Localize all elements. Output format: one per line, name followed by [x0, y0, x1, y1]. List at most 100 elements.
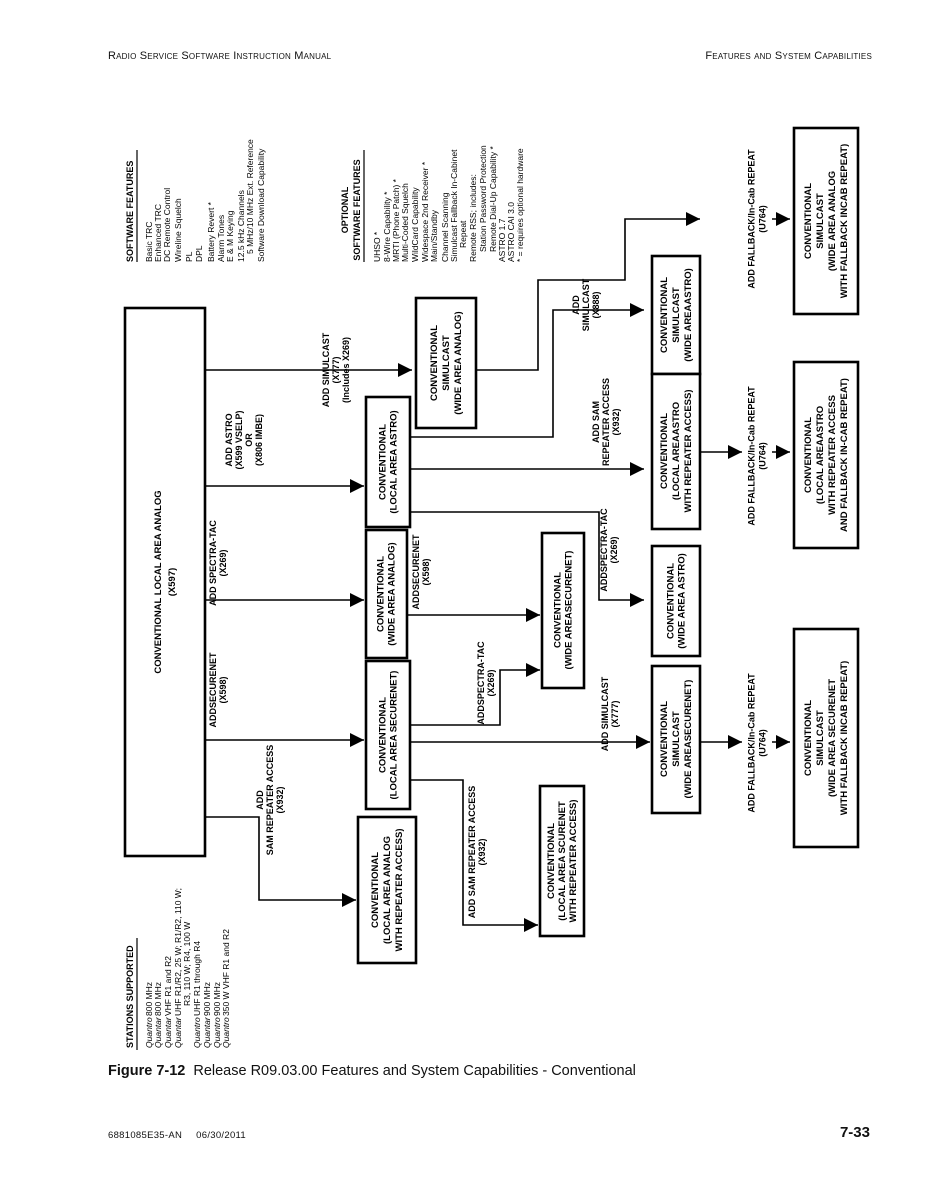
- box-local-securenet: [364, 659, 412, 811]
- label-fallback-1: (U764): [758, 205, 768, 233]
- box-text-simulcast-fallback-securenet: (WIDE AREA SECURENET: [827, 679, 838, 797]
- station-model: Quantar: [202, 1016, 212, 1048]
- optional-feature-item: Station Password Protection: [478, 145, 488, 252]
- box-text-local-astro-rep: (LOCAL AREAASTRO: [671, 402, 682, 500]
- box-wide-analog: [364, 528, 409, 660]
- label-add-spectratac-astro: (X269): [609, 536, 619, 563]
- optional-feature-item: ASTRO CAI 3.0: [506, 202, 516, 262]
- optional-feature-item: ASTRO 1.7: [497, 218, 507, 262]
- box-text-wide-securenet: CONVENTIONAL: [553, 572, 564, 648]
- software-feature-item: Basic TRC: [144, 222, 154, 262]
- box-text-local-astro-rep-fallback: (LOCAL AREAASTRO: [815, 406, 826, 504]
- label-add-securenet-wide: (X598): [421, 558, 431, 585]
- software-feature-item: PL: [184, 251, 194, 262]
- box-text-wide-analog: (WIDE AREA ANALOG): [387, 542, 398, 645]
- software-feature-item: Battery Revert *: [206, 201, 216, 262]
- box-text-simulcast-wide-securenet: SIMULCAST: [671, 711, 682, 767]
- station-description: UHF R1 through R4: [192, 941, 202, 1016]
- label-add-simulcast-x888: ADD: [571, 295, 581, 315]
- box-text-local-analog-rep: WITH REPEATER ACCESS): [394, 829, 405, 952]
- figure-label: Figure 7-12: [108, 1063, 186, 1079]
- optional-feature-item: WildCard Capability: [410, 187, 420, 262]
- label-add-astro: (X806 IMBE): [254, 414, 264, 466]
- box-text-local-astro-rep: WITH REPEATER ACCESS): [683, 390, 694, 513]
- box-local-securenet-rep: [538, 784, 586, 938]
- footer-doc-info: 6881085E35-AN 06/30/2011: [108, 1130, 246, 1141]
- label-add-securenet-wide: ADDSECURENET: [411, 534, 421, 610]
- box-text-wide-astro: CONVENTIONAL: [666, 563, 677, 639]
- station-model: Quantar: [163, 1016, 173, 1048]
- box-text-simulcast-fallback-analog: CONVENTIONAL: [803, 183, 814, 259]
- label-add-sam-astro: ADD SAM: [591, 401, 601, 443]
- box-text-simulcast-wide-astro: SIMULCAST: [671, 287, 682, 343]
- connector-sam-main: [205, 816, 356, 907]
- software-feature-item: Software Download Capability: [256, 148, 266, 262]
- box-text-simulcast-fallback-analog: (WIDE AREA ANALOG: [827, 171, 838, 271]
- box-text-local-securenet-rep: CONVENTIONAL: [546, 823, 557, 899]
- label-add-simulcast-x777: ADD SIMULCAST: [321, 332, 331, 407]
- box-main: [123, 306, 207, 858]
- box-simulcast-wide-securenet: [650, 664, 702, 815]
- label-add-spectratac-sec: ADDSPECTRA-TAC: [476, 641, 486, 725]
- box-text-simulcast-fallback-securenet: WITH FALLBACK INCAB REPEAT): [839, 661, 850, 815]
- box-simulcast-fallback-securenet: [792, 627, 860, 849]
- connector-spectratac-sec: [410, 663, 540, 726]
- box-text-local-securenet: CONVENTIONAL: [378, 697, 389, 773]
- station-description: UHF R1/R2, 25 W; R1/R2, 110 W;: [173, 888, 183, 1016]
- label-add-sam-astro: (X932): [611, 408, 621, 435]
- label-add-sam-main: (X932): [275, 786, 285, 813]
- station-description: 900 MHz: [212, 982, 222, 1016]
- station-description: 350 W VHF R1 and R2: [221, 929, 231, 1016]
- label-fallback-3: ADD FALLBACK/In-Cab REPEAT: [747, 673, 757, 813]
- box-text-local-securenet-rep: WITH REPEATER ACCESS): [568, 800, 579, 923]
- box-text-simulcast-wide-astro: CONVENTIONAL: [659, 277, 670, 353]
- running-header-left: Radio Service Software Instruction Manua…: [108, 50, 332, 62]
- stations-title: STATIONS SUPPORTED: [125, 945, 135, 1048]
- software-feature-item: Enhanced TRC: [153, 204, 163, 262]
- box-text-simulcast-fallback-analog: WITH FALLBACK INCAB REPEAT): [839, 144, 850, 298]
- label-add-securenet-main: (X598): [218, 676, 228, 703]
- box-text-wide-analog: CONVENTIONAL: [376, 556, 387, 632]
- label-add-sam-main: ADD: [255, 790, 265, 810]
- optional-feature-item: Simulcast Fallback In-Cabinet: [449, 149, 459, 262]
- figure-title: Release R09.03.00 Features and System Ca…: [193, 1063, 636, 1079]
- box-text-main: (X597): [167, 568, 178, 597]
- label-add-sam-sec: (X932): [477, 838, 487, 865]
- box-text-local-securenet: (LOCAL AREA SECURENET): [389, 671, 400, 800]
- box-text-simulcast-fallback-securenet: CONVENTIONAL: [803, 700, 814, 776]
- label-add-spectratac-main: (X269): [218, 549, 228, 576]
- box-text-wide-securenet: (WIDE AREASECURENET): [564, 551, 575, 670]
- page-number: 7-33: [839, 1124, 870, 1141]
- box-wide-securenet: [540, 531, 586, 690]
- box-simulcast-wide-analog: [414, 296, 478, 430]
- box-text-local-analog-rep: (LOCAL AREA ANALOG: [382, 836, 393, 944]
- box-simulcast-wide-astro: [650, 254, 702, 376]
- station-model: Quantar: [173, 1016, 183, 1048]
- box-local-astro-rep-fallback: [792, 360, 860, 550]
- box-text-local-astro-rep-fallback: WITH REPEATER ACCESS: [827, 395, 838, 515]
- box-text-simulcast-wide-analog: (WIDE AREA ANALOG): [453, 311, 464, 414]
- optional-features-title-1: OPTIONAL: [340, 186, 350, 233]
- software-feature-item: 12.5 kHz Channels: [236, 190, 246, 262]
- optional-feature-item: Remote RSS; includes:: [468, 174, 478, 262]
- optional-feature-item: Main/Standby: [429, 209, 439, 262]
- software-features-title: SOFTWARE FEATURES: [125, 161, 135, 262]
- box-text-simulcast-wide-analog: SIMULCAST: [441, 335, 452, 391]
- doc-number: 6881085E35-AN: [108, 1130, 183, 1141]
- running-header-right: Features and System Capabilities: [705, 50, 872, 62]
- label-add-securenet-main: ADDSECURENET: [208, 652, 218, 728]
- box-text-simulcast-fallback-securenet: SIMULCAST: [815, 710, 826, 766]
- label-add-simulcast-x777: (Includes X269): [341, 337, 351, 403]
- doc-date: 06/30/2011: [196, 1130, 246, 1141]
- box-text-local-astro-rep-fallback: CONVENTIONAL: [803, 417, 814, 493]
- software-feature-item: E & M Keying: [225, 210, 235, 262]
- box-text-simulcast-wide-astro: (WIDE AREAASTRO): [683, 268, 694, 362]
- label-add-spectratac-sec: (X269): [486, 669, 496, 696]
- label-add-astro: (X599 VSELP): [234, 410, 244, 469]
- label-fallback-3: (U764): [758, 729, 768, 757]
- box-text-simulcast-fallback-analog: SIMULCAST: [815, 193, 826, 249]
- box-text-simulcast-wide-securenet: (WIDE AREASECURENET): [683, 680, 694, 799]
